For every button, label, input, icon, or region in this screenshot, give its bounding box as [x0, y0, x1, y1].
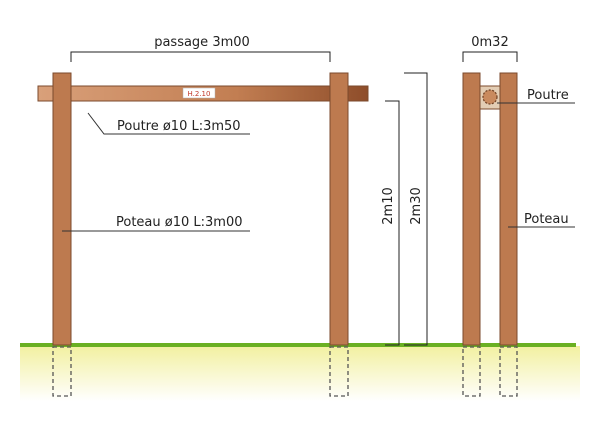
grass-line [20, 343, 576, 347]
footing-side-right [499, 346, 518, 397]
beam-side-label: Poutre [527, 88, 569, 103]
beam-main-label: Poutre ø10 L:3m50 [117, 119, 241, 134]
footing-left [52, 346, 72, 397]
height-total-dimension [404, 72, 428, 346]
post-left [52, 72, 72, 346]
height-inner-dimension [385, 100, 400, 346]
soil [20, 346, 580, 401]
post-side-left [462, 72, 481, 346]
side-width-dimension [462, 51, 518, 62]
post-main-label: Poteau ø10 L:3m00 [116, 215, 243, 230]
post-side-right [499, 72, 518, 346]
beam-tag: H.2.10 [188, 90, 211, 98]
footing-side-left [462, 346, 481, 397]
height-total-label: 2m30 [409, 187, 424, 224]
post-side-label: Poteau [524, 212, 569, 227]
side-width-label: 0m32 [471, 35, 508, 50]
post-right [329, 72, 349, 346]
passage-label: passage 3m00 [154, 35, 250, 50]
beam-tag-box [182, 87, 216, 99]
height-inner-label: 2m10 [381, 187, 396, 224]
beam-side-end [482, 89, 498, 105]
footing-middle [329, 346, 349, 397]
passage-dimension [70, 51, 331, 62]
beam-leader [87, 112, 250, 135]
